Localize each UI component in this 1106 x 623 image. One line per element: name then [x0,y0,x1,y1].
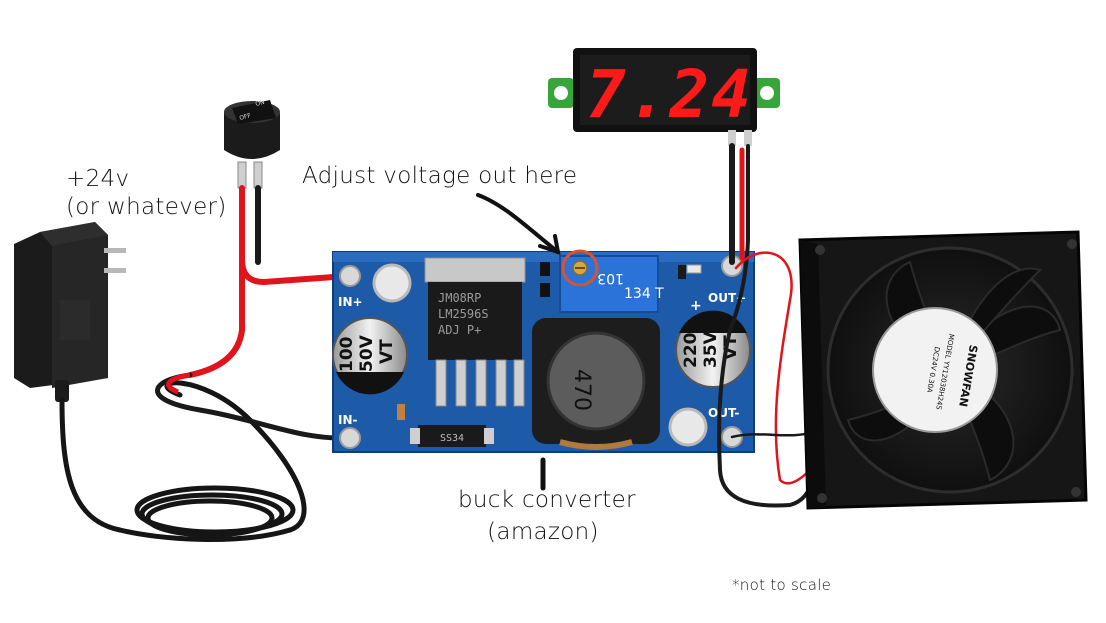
input-positive-wire-segment [166,372,191,395]
adjust-highlight-circle [561,249,599,287]
chip-line3: ADJ P+ [438,323,481,337]
in-plus-label: IN+ [338,295,363,309]
input-negative-wire [155,372,351,441]
scale-note: *not to scale [732,576,832,594]
buck-converter-annotation: buck converter (amazon) [458,484,636,548]
voltmeter-reading: 7.24 [586,56,753,133]
cooling-fan: SNOWFAN MODEL YY12038H24S DC24V 0.30A [798,230,1088,510]
inductor-label: 470 [569,369,594,411]
adjust-arrow [476,193,561,255]
out-plus-label: OUT+ [708,291,746,305]
chip-line1: JM08RP [438,291,481,305]
cap1-line2: 50V [357,334,377,372]
adjust-voltage-annotation: Adjust voltage out here [302,163,578,189]
pot-line2: 134 T [624,286,664,302]
cap1-line3: VT [377,339,397,364]
in-minus-label: IN- [338,413,358,427]
supply-voltage-annotation: +24v (or whatever) [66,165,227,221]
diode-label: SS34 [440,433,464,444]
voltmeter-display: 7.24 [548,48,780,146]
switch-off-label: OFF [239,112,253,122]
plus-mark: + [690,298,702,314]
switch-wires [187,185,351,378]
out-minus-label: OUT- [708,406,739,420]
cap2-line1: 220 [681,332,701,368]
supply-voltage-note: (or whatever) [66,194,227,220]
pot-line1: 103 [597,270,624,286]
buck-converter-board: IN+ IN- OUT+ OUT- + JM08RP LM2596S ADJ P… [332,251,755,453]
voltmeter-wires [717,143,814,508]
power-adapter [14,222,126,402]
buck-converter-source: (amazon) [487,519,599,545]
chip-line2: LM2596S [438,307,489,321]
rocker-switch: ON OFF [224,99,280,189]
supply-voltage-label: +24v [66,166,130,192]
buck-converter-label: buck converter [458,487,636,513]
switch-on-label: ON [255,99,266,108]
cap2-line2: 35V [701,330,721,368]
cap1-line1: 100 [337,336,357,372]
